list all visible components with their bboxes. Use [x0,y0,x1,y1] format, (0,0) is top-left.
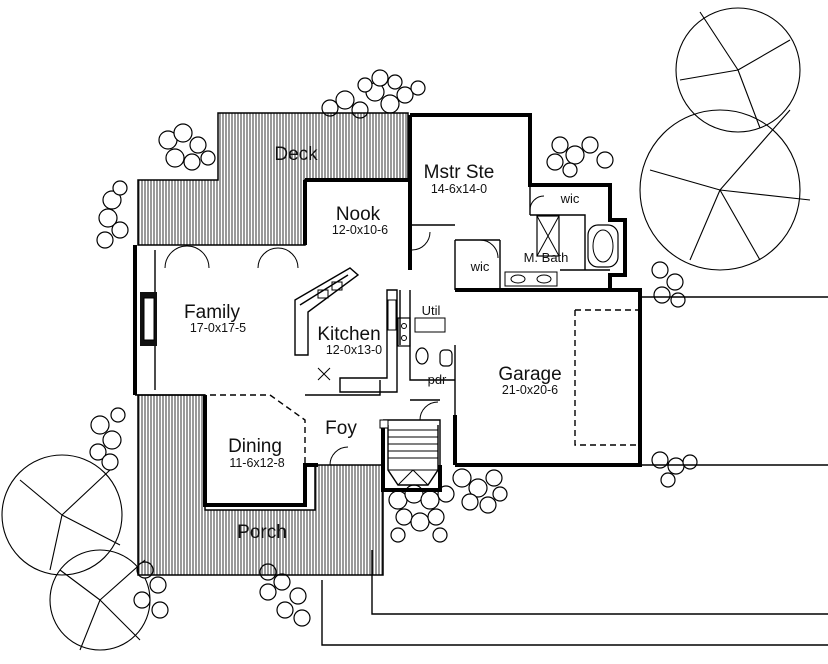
shrubs-entry [388,484,455,543]
dining-bay [210,394,306,465]
util-label: Util [422,303,441,318]
porch-label: Porch [237,522,287,543]
nook-size: 12-0x10-6 [332,223,388,237]
driveway-lines [321,296,828,646]
deck-label: Deck [274,144,318,165]
family-label: Family [184,302,240,323]
shrubs-top [321,69,426,119]
kitchen-counters [317,289,411,393]
shrubs-right-low [651,451,698,488]
tree-bottom-left [1,454,123,576]
family-size: 17-0x17-5 [190,321,246,335]
shrubs-left-low [89,407,126,471]
shrubs-top-left [158,123,216,171]
bath-fixtures [414,215,619,367]
stairs [379,419,439,486]
room-labels: Deck Mstr Ste 14-6x14-0 Nook 12-0x10-6 F… [184,144,580,543]
garage-size: 21-0x20-6 [502,383,558,397]
shrubs-right-top [546,136,614,178]
m-bath-label: M. Bath [524,250,569,265]
garage-door [574,309,640,446]
dining-label: Dining [228,436,282,457]
doors [164,195,545,466]
shrubs-left [96,180,129,249]
mstr-ste-label: Mstr Ste [424,162,495,183]
kitchen-label: Kitchen [317,324,380,345]
shrubs-garage-front [452,468,508,514]
wic-upper-label: wic [560,191,580,206]
mstr-ste-size: 14-6x14-0 [431,182,487,196]
pdr-label: pdr [428,372,447,387]
house-walls [133,113,642,507]
garage-label: Garage [498,364,561,385]
shrubs-right-mid [651,261,686,308]
dining-size: 11-6x12-8 [229,456,284,470]
tree-top-right [675,7,801,133]
kitchen-island [294,267,360,356]
foy-label: Foy [325,418,357,439]
nook-label: Nook [336,204,381,225]
fireplace [140,292,157,346]
kitchen-size: 12-0x13-0 [326,343,382,357]
tree-right [639,109,811,271]
wic-lower-label: wic [470,259,490,274]
